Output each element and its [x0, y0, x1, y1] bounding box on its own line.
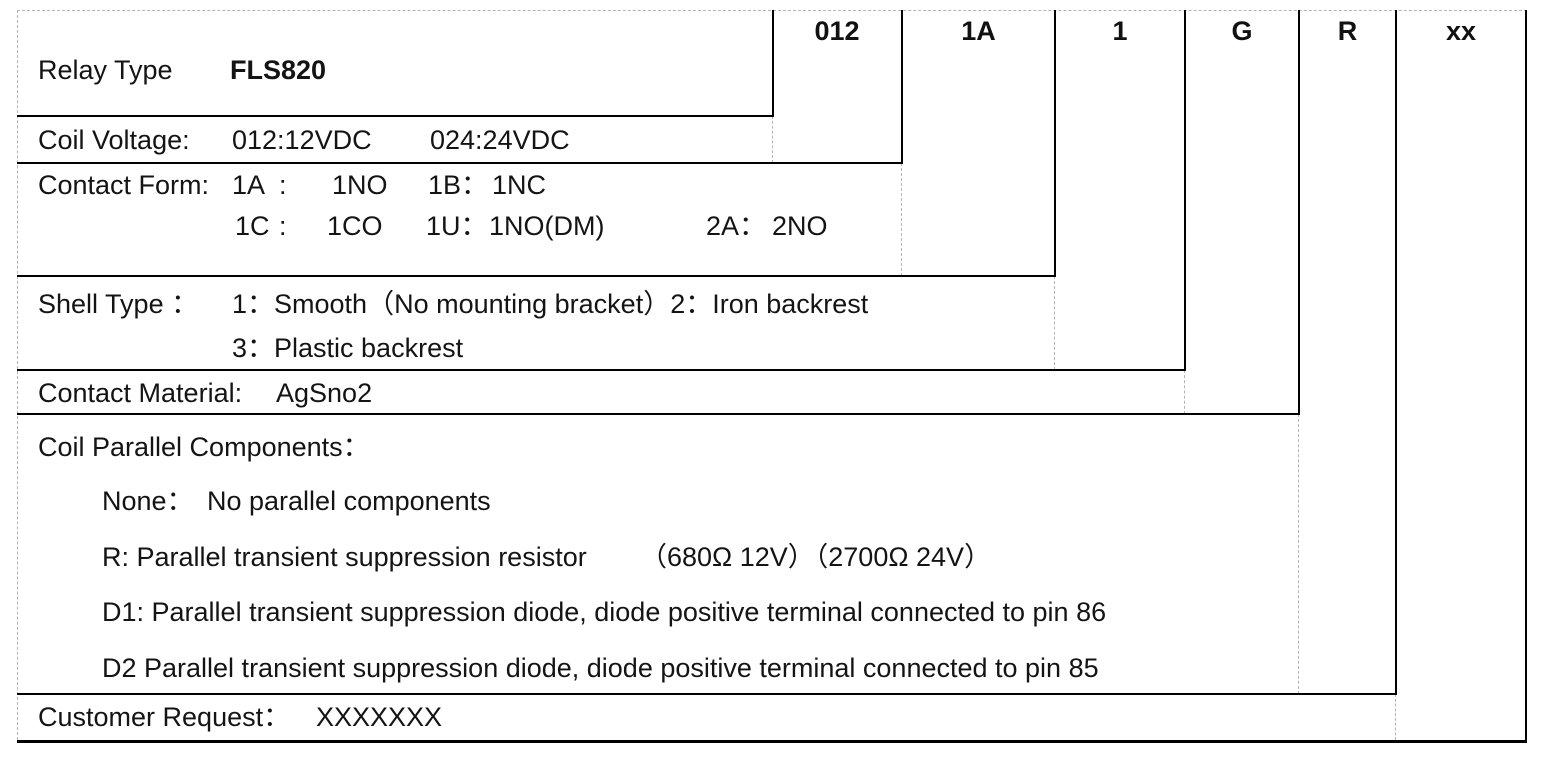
contact-form-desc-1nodm: 1NO(DM)	[489, 211, 605, 241]
connector-vertical-coil-voltage	[772, 10, 774, 116]
divider-contact-form	[17, 275, 1056, 277]
contact-form-colon: :	[279, 211, 287, 241]
code-label: xx	[1445, 15, 1477, 46]
divider-coil-parallel	[17, 693, 1397, 695]
coil-parallel-label: Coil Parallel Components：	[38, 432, 370, 462]
code-label: G	[1231, 15, 1253, 46]
coil-parallel-none-desc: No parallel components	[207, 486, 491, 516]
relay-type-value: FLS820	[230, 55, 327, 85]
divider-shell-type	[17, 369, 1186, 371]
contact-form-code-1c: 1C	[235, 211, 270, 241]
gridline-continuation	[1298, 414, 1299, 694]
gridline-continuation	[1184, 370, 1185, 414]
contact-form-desc-1co: 1CO	[327, 211, 383, 241]
coil-parallel-r-values: （680Ω 12V）（2700Ω 24V）	[640, 542, 992, 572]
shell-type-options-line1: 1：Smooth（No mounting bracket）2：Iron back…	[232, 289, 869, 319]
coil-parallel-none-code: None：	[102, 486, 194, 516]
connector-vertical-customer-request	[1395, 10, 1397, 694]
code-column-coil-voltage: 012	[773, 13, 901, 49]
gridline-continuation	[772, 116, 773, 163]
contact-material-label: Contact Material:	[38, 378, 243, 408]
coil-voltage-label: Coil Voltage:	[38, 125, 190, 155]
coil-parallel-d1-desc: D1: Parallel transient suppression diode…	[102, 597, 1107, 627]
contact-form-desc-1nc: 1NC	[492, 170, 547, 200]
contact-form-code-1b: 1B：	[428, 170, 489, 200]
contact-form-desc-1no: 1NO	[332, 170, 388, 200]
contact-form-colon: :	[279, 170, 287, 200]
divider-contact-material	[17, 413, 1300, 415]
gridline-continuation	[901, 163, 902, 276]
customer-request-value: XXXXXXX	[316, 702, 443, 732]
contact-form-code-1u: 1U：	[426, 211, 488, 241]
gridline-continuation	[1395, 694, 1396, 740]
shell-type-label: Shell Type ：	[38, 289, 199, 319]
code-column-coil-parallel: R	[1300, 13, 1395, 49]
divider-coil-voltage	[17, 162, 903, 164]
left-border-gridline	[17, 10, 18, 740]
right-border	[1525, 10, 1527, 742]
code-label: 012	[814, 15, 860, 46]
coil-voltage-option-012: 012:12VDC	[232, 125, 372, 155]
code-column-contact-material: G	[1186, 13, 1298, 49]
connector-vertical-coil-parallel	[1298, 10, 1300, 414]
customer-request-label: Customer Request：	[38, 702, 291, 732]
divider-relay-type	[17, 115, 774, 117]
gridline-continuation	[1054, 276, 1055, 370]
code-label: 1A	[961, 15, 996, 46]
contact-form-label: Contact Form:	[38, 170, 210, 200]
connector-vertical-contact-material	[1184, 10, 1186, 370]
code-column-customer-request: xx	[1397, 13, 1525, 49]
code-column-shell-type: 1	[1056, 13, 1184, 49]
code-label: R	[1337, 15, 1358, 46]
bottom-border	[17, 740, 1527, 743]
contact-material-value: AgSno2	[276, 378, 373, 408]
contact-form-code-1a: 1A	[232, 170, 266, 200]
connector-vertical-shell-type	[1054, 10, 1056, 276]
connector-vertical-contact-form	[901, 10, 903, 163]
shell-type-options-line2: 3：Plastic backrest	[232, 333, 464, 363]
coil-parallel-r-desc: R: Parallel transient suppression resist…	[102, 542, 587, 572]
code-column-contact-form: 1A	[903, 13, 1054, 49]
coil-voltage-option-024: 024:24VDC	[430, 125, 570, 155]
contact-form-desc-2no: 2NO	[772, 211, 828, 241]
code-label: 1	[1112, 15, 1128, 46]
relay-type-label: Relay Type	[38, 55, 173, 85]
coil-parallel-d2-desc: D2 Parallel transient suppression diode,…	[102, 653, 1099, 683]
contact-form-code-2a: 2A：	[706, 211, 767, 241]
